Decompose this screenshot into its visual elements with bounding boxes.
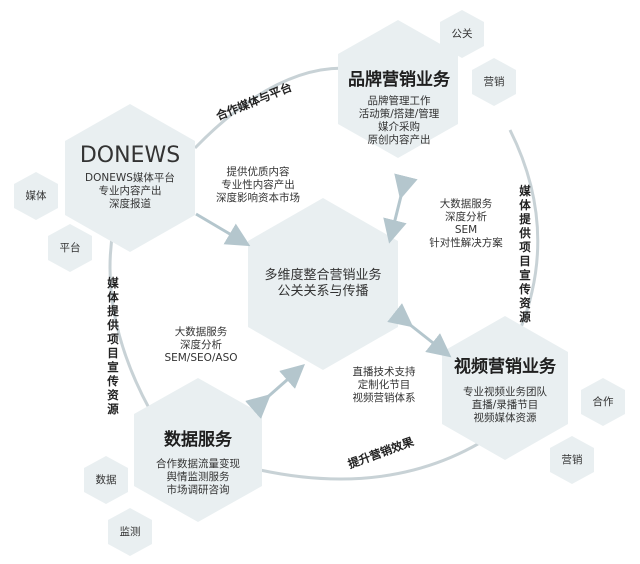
center-line-1: 多维度整合营销业务 [264, 268, 382, 283]
sat-hex-video-yingxiao [550, 436, 594, 484]
data-item: 市场调研咨询 [166, 484, 230, 497]
flow-line: 定制化节目 [357, 379, 411, 392]
video-item: 视频媒体资源 [473, 412, 537, 425]
flow-video-center: 直播技术支持 定制化节目 视频营销体系 [334, 366, 434, 405]
flow-line: 专业性内容产出 [221, 179, 295, 192]
flow-line: 视频营销体系 [352, 392, 416, 405]
donews-items: DONEWS媒体平台 专业内容产出 深度报道 [70, 172, 190, 211]
center-line-2: 公关关系与传播 [277, 284, 369, 300]
video-item: 直播/录播节目 [471, 399, 539, 412]
flow-line: SEM [454, 224, 478, 237]
arrow-donews-center [195, 212, 251, 247]
sat-label-meiti: 媒体 [25, 190, 47, 202]
sat-hex-gongguan [440, 10, 484, 58]
data-item: 舆情监测服务 [166, 471, 230, 484]
sat-label-video-yingxiao: 营销 [561, 454, 583, 466]
flow-line: 直播技术支持 [352, 366, 416, 378]
hex-brand [338, 20, 458, 158]
arrow-brand-center [383, 173, 418, 244]
flow-line: 深度分析 [445, 211, 487, 224]
edge-label-right: 媒体提供项目宣传资源 [519, 184, 531, 325]
flow-line: 大数据服务 [174, 326, 228, 338]
donews-logo: DONEWS [79, 143, 181, 168]
donews-item: DONEWS媒体平台 [85, 172, 175, 184]
hex-center [248, 198, 398, 370]
data-item: 合作数据流量变现 [156, 458, 240, 470]
flow-brand-center: 大数据服务 深度分析 SEM 针对性解决方案 [412, 198, 520, 251]
flow-arrows [195, 173, 452, 419]
video-item: 专业视频业务团队 [463, 386, 547, 398]
hex-donews [65, 104, 195, 252]
edge-label-left: 媒体提供项目宣传资源 [107, 276, 119, 417]
flow-line: 大数据服务 [439, 198, 493, 210]
sat-hex-brand-yingxiao [472, 58, 516, 106]
brand-items: 品牌管理工作 活动策/搭建/管理 媒介采购 原创内容产出 [343, 95, 455, 148]
flow-line: 提供优质内容 [226, 166, 290, 178]
hex-data [134, 378, 262, 522]
main-hexes [65, 20, 568, 522]
video-items: 专业视频业务团队 直播/录播节目 视频媒体资源 [447, 386, 563, 425]
sat-label-hezuo: 合作 [592, 396, 614, 408]
flow-line: 深度影响资本市场 [216, 192, 300, 205]
sat-label-pingtai: 平台 [59, 242, 81, 254]
outer-ring [108, 66, 540, 481]
brand-item: 原创内容产出 [367, 134, 431, 147]
sat-hex-jiance [108, 508, 152, 556]
flow-data-center: 大数据服务 深度分析 SEM/SEO/ASO [146, 326, 256, 365]
arrow-video-center [387, 303, 452, 358]
brand-item: 品牌管理工作 [367, 95, 431, 107]
sat-label-brand-yingxiao: 营销 [483, 76, 505, 88]
data-items: 合作数据流量变现 舆情监测服务 市场调研咨询 [138, 458, 258, 497]
brand-item: 媒介采购 [378, 121, 420, 134]
donews-item: 专业内容产出 [98, 185, 162, 198]
sat-hex-hezuo [581, 378, 625, 426]
video-title: 视频营销业务 [454, 357, 556, 377]
data-title: 数据服务 [164, 430, 232, 450]
sat-hex-meiti [14, 172, 58, 220]
flow-line: 针对性解决方案 [429, 237, 503, 250]
satellite-hexes [14, 10, 625, 556]
sat-label-gongguan: 公关 [451, 28, 473, 40]
flow-donews-center: 提供优质内容 专业性内容产出 深度影响资本市场 [198, 166, 318, 205]
brand-title: 品牌营销业务 [348, 70, 450, 90]
flow-line: 深度分析 [180, 339, 222, 352]
hex-video [442, 316, 568, 460]
donews-item: 深度报道 [109, 198, 151, 211]
flow-line: SEM/SEO/ASO [164, 352, 238, 365]
sat-label-shuju: 数据 [95, 474, 117, 486]
brand-item: 活动策/搭建/管理 [358, 108, 440, 121]
arrow-data-center [245, 364, 305, 419]
center-label: 多维度整合营销业务 公关关系与传播 [250, 268, 396, 301]
sat-hex-pingtai [48, 224, 92, 272]
sat-hex-shuju [84, 456, 128, 504]
sat-label-jiance: 监测 [119, 526, 141, 538]
